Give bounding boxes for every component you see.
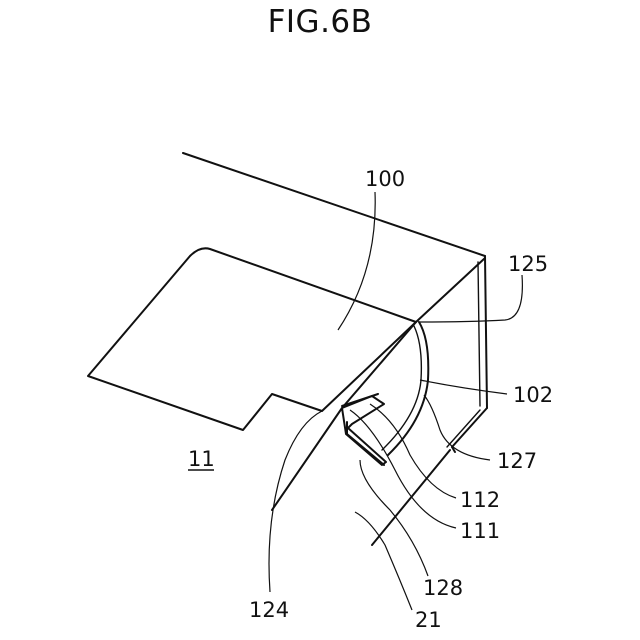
rail-top-edge xyxy=(183,153,485,256)
leader-111 xyxy=(350,410,456,528)
leader-102 xyxy=(420,380,507,394)
label-128: 128 xyxy=(423,576,463,600)
label-127: 127 xyxy=(497,449,537,473)
leader-21 xyxy=(355,512,412,610)
label-112: 112 xyxy=(460,488,500,512)
label-111: 111 xyxy=(460,519,500,543)
rail-bottom-right-edge xyxy=(452,408,487,447)
rail-front-edge xyxy=(416,258,485,322)
rail-end-face-inner xyxy=(478,262,480,406)
leader-125 xyxy=(420,275,522,322)
rail-bottom-right-edge-2 xyxy=(447,410,480,447)
label-125: 125 xyxy=(508,252,548,276)
step-block xyxy=(342,396,386,465)
leader-112 xyxy=(370,404,456,498)
label-102: 102 xyxy=(513,383,553,407)
label-11: 11 xyxy=(188,447,215,471)
label-21: 21 xyxy=(415,608,442,632)
label-124: 124 xyxy=(249,598,289,622)
rail-end-face xyxy=(485,256,487,408)
label-100: 100 xyxy=(365,167,405,191)
